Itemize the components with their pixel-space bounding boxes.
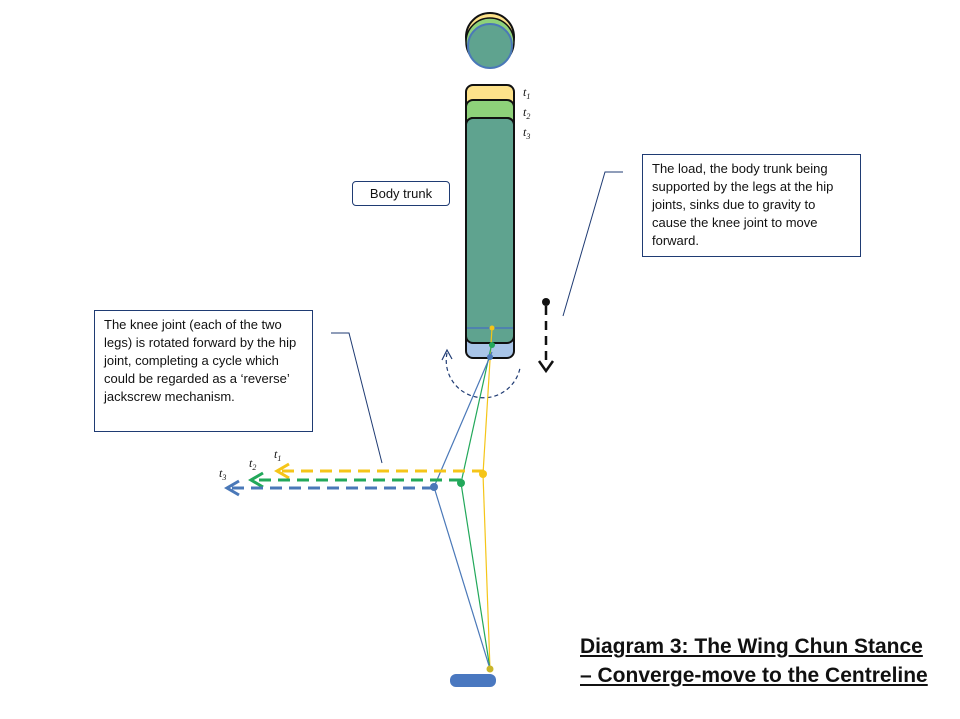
knee-label-t3: t3 [219,466,226,482]
rotation-arc-arrowhead [441,348,453,361]
body-trunk-label-text: Body trunk [369,186,433,201]
shin-t2 [460,482,491,670]
knee-note-connector [331,332,383,464]
load-note-text: The load, the body trunk being supported… [652,161,834,248]
trunk-time-labels: t1 t2 t3 [523,85,530,141]
head-group [465,12,515,69]
trunk-t3 [465,117,515,344]
head-t3 [467,23,513,69]
ankle-joint [486,665,494,673]
knee-motion-arrows [224,462,484,497]
hip-joint-t2 [489,342,495,348]
title-line-1: Diagram 3: The Wing Chun Stance [580,635,923,658]
shin-t3 [433,486,491,670]
load-note-connector [562,171,623,317]
hip-joint-t1 [489,325,495,331]
trunk-label-t2: t2 [523,105,530,121]
trunk-label-t3: t3 [523,125,530,141]
trunk-label-t1: t1 [523,85,530,101]
knee-time-labels: t1 t2 t3 [219,447,281,482]
knee-note-box: The knee joint (each of the two legs) is… [94,310,313,432]
foot [450,674,496,687]
legs-group [430,325,496,687]
title-line-2: – Converge-move to the Centreline [580,664,928,687]
knee-label-t2: t2 [249,456,256,472]
body-trunk-label: Body trunk [352,181,450,206]
shin-t1 [482,473,491,670]
load-note-box: The load, the body trunk being supported… [642,154,861,257]
knee-note-text: The knee joint (each of the two legs) is… [104,317,297,404]
thigh-t2 [460,342,493,484]
thigh-t3 [433,351,493,488]
hip-joint-t3 [487,354,493,360]
diagram-title: Diagram 3: The Wing Chun Stance – Conver… [580,632,928,690]
body-trunk-group [465,84,515,359]
knee-label-t1: t1 [274,447,281,463]
gravity-arrow [537,298,555,374]
rotation-arc [445,352,521,399]
